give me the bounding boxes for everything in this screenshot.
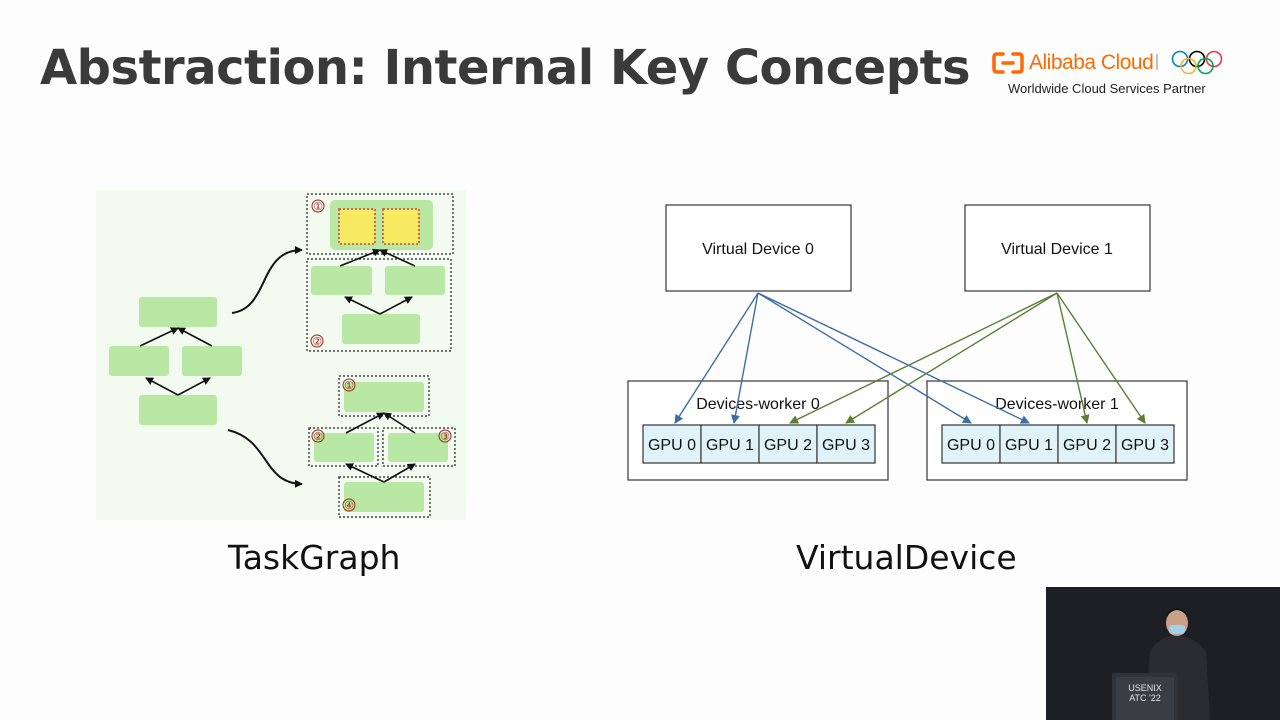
task-node: [388, 433, 448, 462]
mapping-arrow-vd0: [757, 292, 972, 424]
stage-boundary: [306, 193, 454, 255]
gpu-cell: [642, 424, 702, 464]
stage-marker: [438, 429, 452, 443]
stage-marker: [311, 199, 325, 213]
devices-worker-1-label: Devices-worker 1: [995, 396, 1119, 413]
mapping-arrow-vd1: [789, 292, 1058, 424]
gpu-label: GPU 2: [1063, 437, 1111, 454]
task-node: [342, 314, 420, 344]
taskgraph-caption: TaskGraph: [228, 538, 401, 577]
podium-line1: USENIX: [1128, 683, 1162, 693]
gpu-label: GPU 2: [764, 437, 812, 454]
olympic-rings-icon: [1171, 50, 1223, 75]
podium: USENIX ATC '22: [1112, 673, 1178, 720]
mapping-arrow-vd1: [1056, 292, 1146, 424]
gpu-cell: [941, 424, 1001, 464]
alibaba-bracket-icon: [992, 52, 1024, 74]
stage-marker-label: ④: [344, 499, 354, 512]
task-edge: [139, 327, 179, 347]
gpu-cell: [816, 424, 876, 464]
task-node: [139, 395, 217, 425]
slide-title: Abstraction: Internal Key Concepts: [40, 40, 971, 96]
taskgraph-diagram: ① ② ① ② ③ ④: [96, 190, 466, 520]
podium-line2: ATC '22: [1129, 693, 1161, 703]
task-edge: [177, 377, 211, 396]
mapping-arrow-vd0: [757, 292, 1030, 424]
highlight-node: [382, 208, 420, 245]
virtual-device-0: [665, 204, 852, 292]
gpu-label: GPU 1: [706, 437, 754, 454]
gpu-label: GPU 0: [947, 437, 995, 454]
task-edge: [383, 412, 416, 434]
task-node: [385, 266, 445, 295]
transform-arrow-up: [231, 246, 303, 314]
gpu-label: GPU 1: [1005, 437, 1053, 454]
gpu-cell: [1115, 424, 1175, 464]
virtual-device-1: [964, 204, 1151, 292]
task-edge: [145, 377, 179, 396]
task-node: [182, 346, 242, 376]
gpu-label: GPU 3: [1121, 437, 1169, 454]
task-edge: [345, 412, 385, 434]
task-edge: [344, 296, 381, 315]
virtual-device-1-label: Virtual Device 1: [1001, 241, 1113, 258]
brand-tagline: Worldwide Cloud Services Partner: [1008, 81, 1206, 96]
virtualdevice-caption: VirtualDevice: [796, 538, 1017, 577]
task-edge: [383, 463, 416, 483]
task-node: [344, 382, 424, 412]
task-edge: [345, 463, 385, 483]
alibaba-cloud-logo: Alibaba Cloud Worldwide Cloud Services P…: [990, 46, 1230, 102]
gpu-cell: [1057, 424, 1117, 464]
mapping-arrow-vd0: [731, 292, 759, 424]
transform-arrow-down: [227, 429, 303, 488]
task-node: [139, 297, 217, 327]
highlight-node: [338, 208, 376, 245]
mapping-arrow-vd1: [1056, 292, 1090, 424]
virtual-device-0-label: Virtual Device 0: [702, 241, 814, 258]
stage-marker: [310, 334, 324, 348]
task-node: [314, 433, 374, 462]
gpu-label: GPU 3: [822, 437, 870, 454]
task-edge: [379, 296, 413, 315]
stage-marker: [311, 429, 325, 443]
brand-name: Alibaba Cloud: [1029, 51, 1154, 74]
task-node: [344, 482, 424, 512]
stage-boundary: [382, 427, 456, 467]
stage-boundary: [308, 427, 379, 467]
mapping-arrow-vd0: [674, 292, 759, 424]
stage-marker-label: ②: [313, 430, 323, 443]
stage-boundary: [338, 476, 431, 518]
gpu-label: GPU 0: [648, 437, 696, 454]
logo-graphics: [992, 50, 1223, 75]
devices-worker-0-label: Devices-worker 0: [696, 396, 820, 413]
stage-marker-label: ③: [440, 430, 450, 443]
task-edge: [177, 327, 213, 347]
stage-marker: [342, 378, 356, 392]
stage-boundary: [306, 258, 452, 352]
task-node: [109, 346, 169, 376]
task-edge: [379, 249, 416, 267]
mapping-arrow-vd1: [845, 292, 1058, 424]
speaker-scene: USENIX ATC '22: [1046, 587, 1280, 720]
stage-marker-label: ②: [312, 335, 322, 348]
task-node: [311, 266, 372, 295]
stage-boundary: [338, 375, 430, 417]
task-edge: [339, 248, 381, 267]
speaker-video: USENIX ATC '22: [1046, 587, 1280, 720]
stage-marker-label: ①: [313, 200, 323, 213]
virtualdevice-diagram: Virtual Device 0 Virtual Device 1 Device…: [627, 204, 1188, 481]
stage-marker-label: ①: [344, 379, 354, 392]
stage-marker: [342, 498, 356, 512]
